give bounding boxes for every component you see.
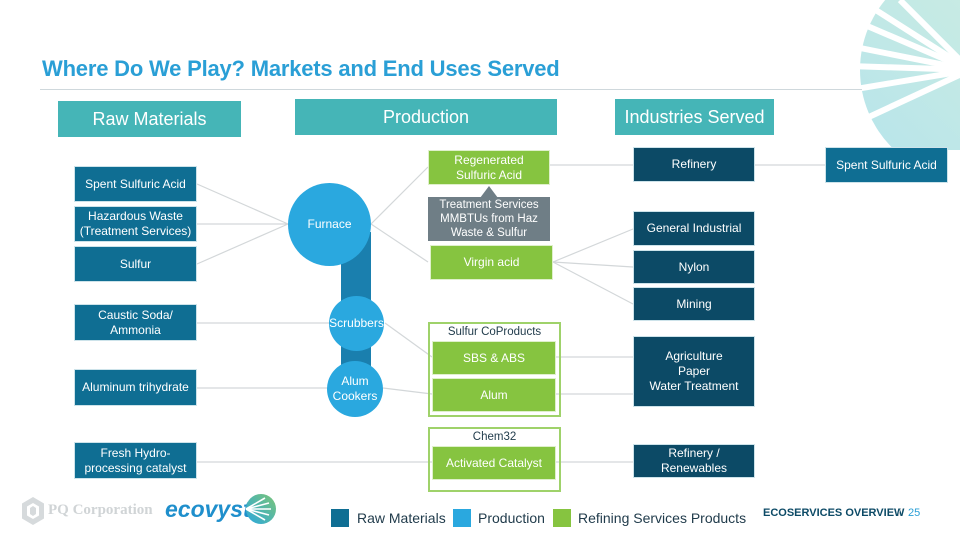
- industry-refinery-renewables: Refinery / Renewables: [633, 444, 755, 478]
- legend-swatch-production: [453, 509, 471, 527]
- sulfur-coproducts-label: Sulfur CoProducts: [447, 326, 542, 338]
- page-title: Where Do We Play? Markets and End Uses S…: [42, 56, 560, 81]
- up-arrow-icon: [480, 186, 498, 198]
- alum-cookers-node: Alum Cookers: [327, 361, 383, 417]
- page-number: 25: [908, 507, 921, 519]
- raw-sulfur: Sulfur: [74, 246, 197, 282]
- ecovyst-logo: ecovyst: [165, 496, 251, 522]
- raw-aluminum-trihydrate: Aluminum trihydrate: [74, 369, 197, 406]
- header-production: Production: [295, 99, 557, 135]
- scrubbers-node: Scrubbers: [329, 296, 384, 351]
- industry-agriculture-paper-water: Agriculture Paper Water Treatment: [633, 336, 755, 407]
- header-industries-served: Industries Served: [615, 99, 774, 135]
- furnace-node: Furnace: [288, 183, 371, 266]
- industry-refinery: Refinery: [633, 147, 755, 182]
- legend-swatch-raw-materials: [331, 509, 349, 527]
- product-virgin-acid: Virgin acid: [430, 245, 553, 280]
- product-regenerated-sulfuric-acid: Regenerated Sulfuric Acid: [428, 150, 550, 185]
- legend-label-raw-materials: Raw Materials: [357, 510, 446, 526]
- raw-hazardous-waste: Hazardous Waste (Treatment Services): [74, 206, 197, 242]
- decorative-burst-icon: [820, 0, 960, 150]
- return-spent-sulfuric-acid: Spent Sulfuric Acid: [825, 147, 948, 183]
- title-divider: [40, 89, 862, 90]
- legend-label-refining-services: Refining Services Products: [578, 510, 747, 526]
- industry-general-industrial: General Industrial: [633, 211, 755, 246]
- product-alum: Alum: [432, 378, 556, 412]
- raw-spent-sulfuric-acid: Spent Sulfuric Acid: [74, 166, 197, 202]
- footer-separator: /: [898, 507, 902, 519]
- legend-swatch-refining-services: [553, 509, 571, 527]
- header-raw-materials: Raw Materials: [58, 101, 241, 137]
- industry-mining: Mining: [633, 287, 755, 321]
- raw-caustic-soda-ammonia: Caustic Soda/ Ammonia: [74, 304, 197, 341]
- footer-section-label: ECOSERVICES OVERVIEW: [763, 507, 905, 519]
- ecovyst-burst-icon: [245, 494, 276, 524]
- chem32-group: [428, 427, 561, 492]
- treatment-services-note: Treatment Services MMBTUs from Haz Waste…: [428, 197, 550, 241]
- pq-corporation-logo: PQ Corporation: [48, 502, 153, 518]
- chem32-label: Chem32: [472, 431, 517, 443]
- raw-fresh-hydroprocessing-catalyst: Fresh Hydro- processing catalyst: [74, 442, 197, 479]
- product-sbs-abs: SBS & ABS: [432, 341, 556, 375]
- pq-logo-icon: [22, 497, 44, 525]
- sulfur-coproducts-group: [428, 322, 561, 417]
- legend-label-production: Production: [478, 510, 545, 526]
- product-activated-catalyst: Activated Catalyst: [432, 446, 556, 480]
- industry-nylon: Nylon: [633, 250, 755, 284]
